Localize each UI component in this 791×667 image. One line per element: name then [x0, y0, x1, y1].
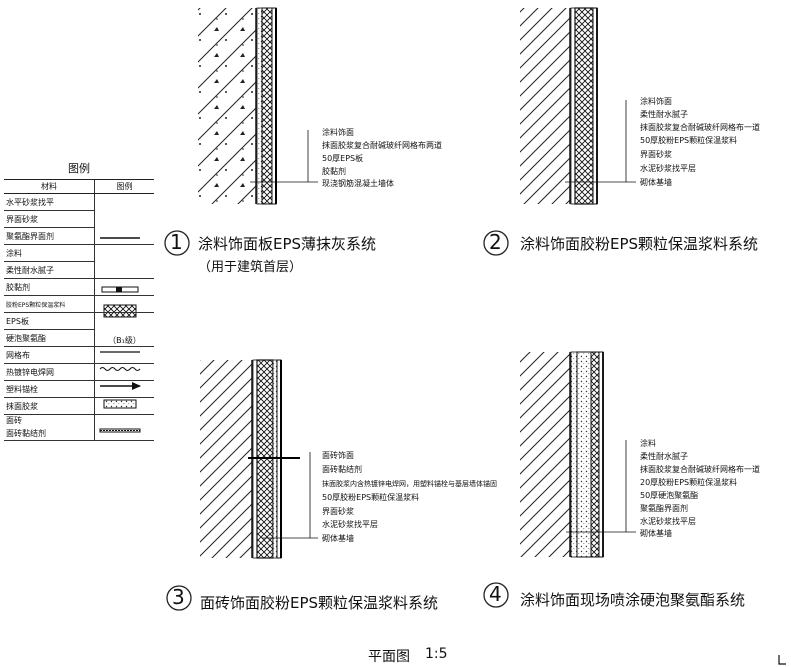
- detail-1-number-circle: [164, 230, 190, 256]
- detail-4-label: 涂料: [640, 439, 656, 448]
- legend-row-name: 抹面胶浆: [4, 397, 95, 415]
- detail-1-label: 现浇钢筋混凝土墙体: [322, 179, 394, 188]
- detail-4-label: 20厚胶粉EPS颗粒保温浆料: [640, 478, 738, 487]
- detail-4-label: 柔性耐水腻子: [640, 452, 688, 461]
- legend-row-name: 水平砂浆找平: [4, 193, 95, 211]
- legend-symbol-cell: [94, 363, 154, 381]
- legend-row-name: 胶粉EPS颗粒保温浆料: [4, 295, 95, 313]
- legend-row-name: 硬泡聚氨酯: [4, 329, 95, 347]
- detail-1-label: 抹面胶浆复合耐碱玻纤网格布两道: [322, 141, 442, 150]
- detail-2-label: 柔性耐水腻子: [640, 110, 688, 119]
- legend-row-name: 热镀锌电焊网: [4, 363, 95, 381]
- detail-4-label: 抹面胶浆复合耐碱玻纤网格布一道: [640, 465, 760, 474]
- legend: 图例 材料 图例 水平砂浆找平 界面砂浆 聚氨酯界面剂 涂料 柔性耐水腻子 胶黏…: [4, 160, 154, 441]
- footer-scale: 1:5: [425, 646, 448, 662]
- legend-symbol-cell: [94, 346, 154, 364]
- legend-row-name: 柔性耐水腻子: [4, 261, 95, 279]
- detail-2-label: 50厚胶粉EPS颗粒保温浆料: [640, 136, 738, 145]
- detail-2-number-circle: [483, 230, 509, 256]
- detail-2-label: 水泥砂浆找平层: [640, 164, 696, 173]
- detail-3-label: 面砖黏结剂: [322, 465, 362, 474]
- detail-2-label: 涂料饰面: [640, 97, 672, 106]
- legend-b1-label: （B₁级）: [108, 336, 141, 345]
- detail-3-label: 50厚胶粉EPS颗粒保温浆料: [322, 493, 420, 502]
- legend-row-name: 塑料锚栓: [4, 380, 95, 398]
- detail-3-number: 3: [172, 585, 185, 609]
- detail-1-caption: 涂料饰面板EPS薄抹灰系统: [198, 235, 377, 253]
- legend-symbol-cell: [94, 380, 154, 398]
- detail-3-label: 抹面胶浆内含热镀锌电焊网，用塑料锚栓与基层墙体锚固: [322, 480, 497, 488]
- legend-symbol-cell: [94, 397, 154, 415]
- legend-row-name: 网格布: [4, 346, 95, 364]
- legend-table: 材料 图例 水平砂浆找平 界面砂浆 聚氨酯界面剂 涂料 柔性耐水腻子 胶黏剂 胶…: [4, 179, 154, 441]
- legend-row-name: 聚氨酯界面剂: [4, 227, 95, 245]
- detail-1-subcaption: （用于建筑首层）: [198, 260, 303, 275]
- detail-4-label: 砌体基墙: [640, 529, 672, 538]
- legend-header-symbol: 图例: [94, 179, 154, 194]
- legend-symbol-cell: （B₁级）: [94, 312, 154, 347]
- detail-1-label: 50厚EPS板: [322, 154, 364, 163]
- detail-3-label: 砌体基墙: [322, 534, 354, 543]
- footer-title: 平面图: [368, 649, 410, 665]
- detail-3-label: 界面砂浆: [322, 507, 354, 516]
- detail-4-label: 聚氨酯界面剂: [640, 504, 688, 513]
- legend-symbol-cell: [94, 278, 154, 296]
- detail-4-number-circle: [483, 582, 509, 608]
- detail-4-section: [520, 351, 636, 558]
- detail-1-label: 胶黏剂: [322, 167, 346, 176]
- detail-4-label: 50厚硬泡聚氨酯: [640, 491, 699, 500]
- detail-3-caption: 面砖饰面胶粉EPS颗粒保温浆料系统: [200, 594, 439, 612]
- detail-3-section: [200, 359, 318, 559]
- detail-2-section: [520, 7, 636, 205]
- detail-2-label: 抹面胶浆复合耐碱玻纤网格布一道: [640, 123, 760, 132]
- legend-row-name: 涂料: [4, 244, 95, 262]
- detail-2-label: 砌体基墙: [640, 178, 672, 187]
- legend-symbol-cell: [94, 193, 154, 245]
- detail-3-label: 水泥砂浆找平层: [322, 520, 378, 529]
- legend-row-name: 界面砂浆: [4, 210, 95, 228]
- legend-symbol-cell: [94, 244, 154, 279]
- legend-title: 图例: [68, 162, 90, 175]
- legend-row-name: 胶黏剂: [4, 278, 95, 296]
- detail-1-section: [198, 7, 318, 205]
- detail-3-number-circle: [166, 585, 192, 611]
- legend-symbol-cell: [94, 414, 154, 441]
- legend-row-name: EPS板: [4, 312, 95, 330]
- corner-mark: [778, 655, 786, 665]
- legend-row-name: 面砖黏结剂: [4, 426, 95, 441]
- detail-3-label: 面砖饰面: [322, 451, 354, 460]
- detail-4-number: 4: [489, 582, 502, 606]
- detail-1-number: 1: [170, 230, 183, 254]
- detail-1-label: 涂料饰面: [322, 128, 354, 137]
- detail-4-label: 水泥砂浆找平层: [640, 517, 696, 526]
- detail-2-caption: 涂料饰面胶粉EPS颗粒保温浆料系统: [520, 235, 759, 253]
- legend-header-material: 材料: [4, 179, 95, 194]
- detail-2-label: 界面砂浆: [640, 150, 672, 159]
- legend-symbol-cell: [94, 295, 154, 313]
- detail-4-caption: 涂料饰面现场喷涂硬泡聚氨酯系统: [520, 591, 746, 609]
- detail-2-number: 2: [489, 230, 502, 254]
- legend-row-name: 面砖: [6, 416, 22, 425]
